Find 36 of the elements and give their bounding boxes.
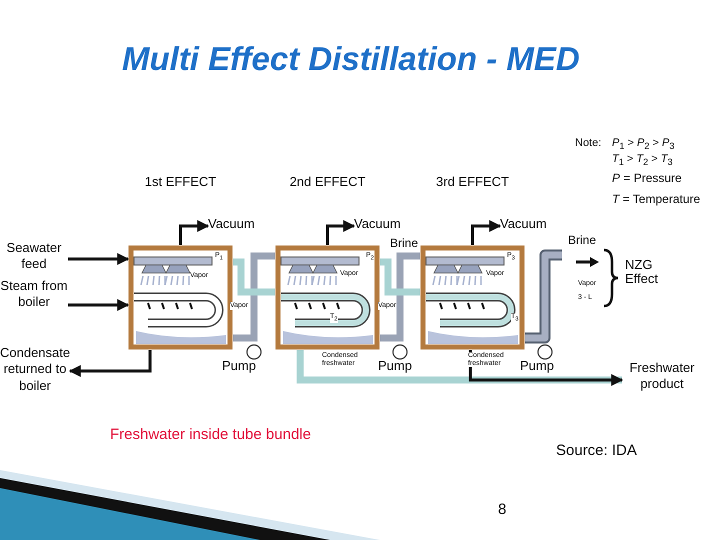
nzg-effect-label: NZG Effect — [625, 258, 660, 287]
arrow — [468, 350, 624, 386]
pipe-connector — [380, 258, 420, 296]
brine-label: Brine — [568, 234, 596, 248]
arrow — [68, 350, 152, 377]
vacuum-label: Vacuum — [500, 216, 548, 232]
effect-heading: 2nd EFFECT — [288, 174, 366, 189]
source-note: Source: IDA — [556, 443, 637, 460]
pump-label: Pump — [520, 359, 554, 374]
pipe-connector — [380, 252, 420, 342]
caption: Freshwater inside tube bundle — [110, 427, 311, 444]
note-text: P$_{1}$ > P$_{2}$ > P$_{3}$ — [612, 137, 674, 152]
note-text: Note: — [575, 137, 602, 150]
brine-label: Brine — [390, 237, 418, 250]
slide-title: Multi Effect Distillation - MED — [122, 40, 580, 78]
vacuum-label: Vacuum — [208, 216, 256, 232]
arrow — [471, 220, 502, 245]
page-number: 8 — [498, 502, 506, 518]
stream-label: Seawater feed — [6, 240, 62, 272]
stream-label: Condensate returned to boiler — [0, 345, 70, 394]
effect-heading: 3rd EFFECT — [435, 174, 510, 189]
note-text: T = Temperature — [612, 193, 700, 206]
arrow — [179, 220, 210, 245]
pump-label: Pump — [378, 359, 412, 374]
arrow — [326, 220, 356, 245]
pump-label: Pump — [222, 359, 256, 374]
stream-label: Steam from boiler — [0, 278, 68, 310]
effect-heading: 1st EFFECT — [144, 174, 218, 189]
stream-label: Freshwater product — [628, 360, 696, 392]
pipe-connector — [233, 258, 275, 296]
arrow — [68, 253, 130, 265]
arrow — [68, 299, 130, 311]
note-text: P = Pressure — [612, 172, 682, 186]
pipe-connector — [233, 252, 275, 342]
vacuum-label: Vacuum — [354, 216, 402, 232]
note-text: T$_{1}$ > T$_{2}$ > T$_{3}$ — [612, 153, 673, 168]
